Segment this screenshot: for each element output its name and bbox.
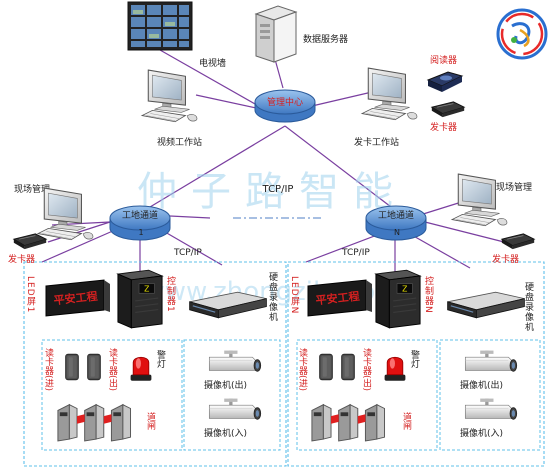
turnstile-left-icon (57, 404, 132, 442)
card-issuer-left-label: 发卡器 (8, 253, 35, 265)
controller-1-label: 控制器1 (165, 275, 176, 313)
network-lines (41, 49, 505, 272)
site-channel-n-number: N (394, 228, 400, 237)
alarm-light-left-label: 警灯 (155, 349, 166, 369)
camera-group-left (183, 339, 281, 451)
card-workstation-icon (361, 67, 418, 121)
data-server-label: 数据服务器 (303, 33, 348, 45)
camera-in-right-icon (464, 398, 518, 420)
reader-label: 阅读器 (430, 54, 457, 66)
turnstile-right-label: 道闸 (401, 411, 412, 431)
zhongzilu-logo (496, 8, 548, 60)
management-center-label: 管理中心 (267, 96, 303, 108)
led-screen-1-text: 平安工程 (53, 289, 98, 308)
tcp-ip-left-label: TCP/IP (173, 248, 202, 258)
turnstile-left-label: 道闸 (145, 411, 156, 431)
camera-in-left-icon (208, 398, 262, 420)
led-screen-n-icon (307, 279, 372, 317)
led-screen-1-label: LED屏1 (25, 276, 36, 313)
led-screen-n-label: LED屏N (289, 276, 300, 314)
camera-out-left-icon (208, 350, 262, 372)
card-reader-in-right-icon (319, 353, 333, 381)
access-group-right (296, 339, 438, 451)
site-channel-1-number: 1 (138, 228, 143, 237)
site-workstation-right-icon (451, 173, 508, 227)
site-channel-n-label: 工地通道 (378, 209, 414, 221)
led-screen-n-text: 平安工程 (315, 289, 360, 308)
reader-device-icon (426, 71, 464, 92)
video-workstation-label: 视频工作站 (157, 136, 202, 148)
card-reader-out-left-label: 读卡器(出) (107, 347, 118, 391)
site-mgmt-left-label: 现场管理 (14, 183, 50, 195)
card-issuer-top-label: 发卡器 (430, 121, 457, 133)
camera-out-right-icon (464, 350, 518, 372)
card-reader-out-right-icon (341, 353, 355, 381)
alarm-light-right-icon (384, 356, 406, 382)
led-screen-1-icon (45, 279, 110, 317)
card-issuer-left-icon (13, 233, 47, 250)
card-issuer-right-label: 发卡器 (492, 253, 519, 265)
camera-out-left-label: 摄像机(出) (204, 379, 247, 391)
site-channel-n-node (365, 205, 427, 241)
management-center-node (254, 89, 316, 123)
alarm-light-right-label: 警灯 (409, 349, 420, 369)
camera-in-left-label: 摄像机(入) (204, 427, 247, 439)
card-reader-out-right-label: 读卡器(出) (361, 347, 372, 391)
card-workstation-label: 发卡工作站 (354, 136, 399, 148)
site-channel-1-node (109, 205, 171, 241)
controller-n-label: 控制器N (423, 275, 434, 314)
access-group-left (41, 339, 183, 451)
tcp-ip-center-label: TCP/IP (262, 184, 294, 195)
camera-in-right-label: 摄像机(入) (460, 427, 503, 439)
site-workstation-left-icon (37, 187, 94, 241)
dvr-left-label: 硬盘录像机 (267, 272, 278, 322)
zone-left-frame (23, 261, 287, 467)
controller-n-icon (375, 269, 421, 329)
card-issuer-top-icon (431, 101, 465, 118)
dvr-right-label: 硬盘录像机 (523, 282, 534, 332)
controller-1-icon (117, 269, 163, 329)
site-mgmt-right-label: 现场管理 (496, 181, 532, 193)
site-channel-1-label: 工地通道 (122, 209, 158, 221)
camera-group-right (439, 339, 541, 451)
video-workstation-icon (141, 69, 198, 123)
tv-wall-label: 电视墙 (199, 57, 226, 69)
card-reader-out-left-icon (87, 353, 101, 381)
tv-wall-icon (127, 1, 193, 51)
card-reader-in-right-label: 读卡器(进) (297, 347, 308, 391)
turnstile-right-icon (311, 404, 386, 442)
camera-out-right-label: 摄像机(出) (460, 379, 503, 391)
card-issuer-right-icon (501, 233, 535, 250)
watermark-text: 仲子路智能 (137, 169, 407, 215)
card-reader-in-left-label: 读卡器(进) (43, 347, 54, 391)
dvr-right-icon (446, 291, 526, 319)
zone-right-frame (287, 261, 545, 467)
card-reader-in-left-icon (65, 353, 79, 381)
alarm-light-left-icon (130, 356, 152, 382)
server-tower-icon (254, 5, 298, 63)
tcp-ip-right-label: TCP/IP (341, 248, 370, 258)
